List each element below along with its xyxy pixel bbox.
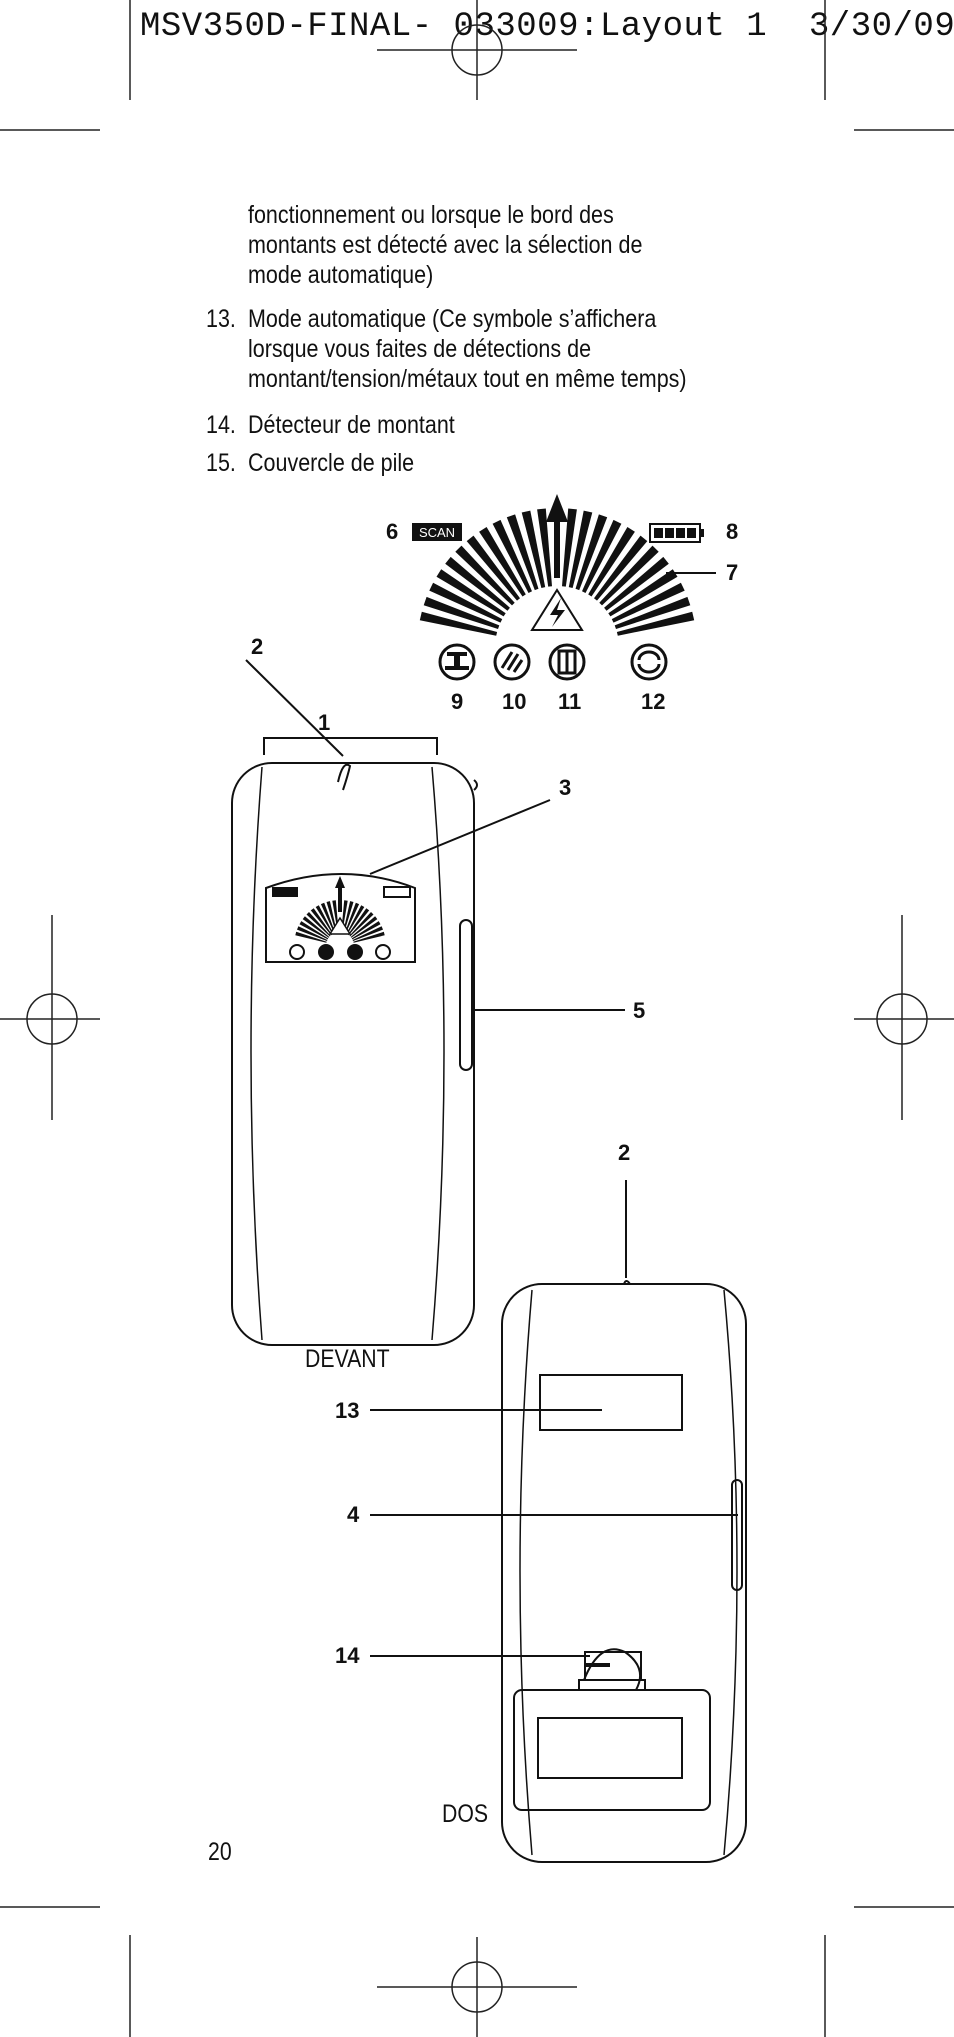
battery-icon <box>649 523 704 543</box>
voltage-warning-icon <box>530 588 584 631</box>
auto-window <box>539 1374 683 1431</box>
arc-segment <box>582 519 622 593</box>
arc-segment <box>353 931 385 943</box>
callout-8: 8 <box>726 519 738 544</box>
list-item-line: lorsque vous faites de détections de <box>248 335 592 363</box>
metal-mode-icon <box>548 643 586 681</box>
callout-leader <box>369 799 551 875</box>
arc-segment <box>306 912 331 937</box>
arc-segment <box>350 916 378 938</box>
arc-segment <box>351 921 381 940</box>
arc-segment <box>295 931 327 943</box>
arc-segment <box>466 535 520 601</box>
continuation-line: mode automatique) <box>248 261 434 289</box>
arc-segment <box>310 908 332 936</box>
side-button <box>459 919 473 1071</box>
arc-segment <box>562 508 577 587</box>
callout-5: 5 <box>633 998 645 1023</box>
stud-sensor <box>583 1648 642 1691</box>
arc-segment <box>611 582 685 623</box>
arc-segment <box>537 508 552 587</box>
print-slug: MSV350D-FINAL- 033009:Layout 1 3/30/09 <box>140 8 954 46</box>
item-number: 13. <box>206 305 236 333</box>
callout-10: 10 <box>502 689 526 714</box>
arc-segment <box>320 902 336 934</box>
back-caption: DOS <box>442 1800 489 1828</box>
arc-segment <box>599 545 659 606</box>
arc-segment <box>594 535 648 601</box>
callout-leader <box>245 659 344 757</box>
arc-segment <box>616 611 695 636</box>
auto-mode-icon <box>630 643 668 681</box>
list-item-line: montant/tension/métaux tout en même temp… <box>248 365 687 393</box>
callout-13: 13 <box>335 1398 359 1423</box>
scan-label: SCAN <box>419 525 455 540</box>
callout-9: 9 <box>451 689 463 714</box>
arc-segment <box>568 510 593 588</box>
list-item-line: Mode automatique (Ce symbole s’affichera <box>248 305 657 333</box>
arc-segment <box>299 921 329 940</box>
callout-2-back: 2 <box>618 1140 630 1165</box>
continuation-line: fonctionnement ou lorsque le bord des <box>248 201 614 229</box>
callout-4: 4 <box>347 1502 360 1527</box>
device-front-body <box>231 762 475 1346</box>
arc-segment <box>445 556 510 611</box>
detector-tip <box>337 763 352 791</box>
callout-14: 14 <box>335 1643 360 1668</box>
arc-segment <box>614 596 691 629</box>
callout-6: 6 <box>386 519 398 544</box>
arc-segment <box>604 556 669 611</box>
mini-signal-arc <box>295 900 385 943</box>
arc-segment <box>423 596 500 629</box>
arc-segment <box>588 527 635 597</box>
arc-segment <box>302 916 330 938</box>
item-number: 14. <box>206 411 236 439</box>
page-number: 20 <box>208 1838 232 1866</box>
arc-segment <box>479 527 526 597</box>
arc-segment <box>506 514 539 591</box>
list-item-line: Couvercle de pile <box>248 449 415 477</box>
list-item-line: Détecteur de montant <box>248 411 455 439</box>
callout-7: 7 <box>726 560 738 585</box>
battery-cover <box>513 1689 711 1811</box>
callout-2: 2 <box>251 634 263 659</box>
arrow-up-icon <box>546 494 568 578</box>
stud-mode-icon <box>438 643 476 681</box>
arc-segment <box>352 926 383 941</box>
scan-badge <box>412 523 462 541</box>
arc-segment <box>575 514 608 591</box>
item-number: 15. <box>206 449 236 477</box>
arc-segment <box>297 926 328 941</box>
arc-segment <box>346 905 365 935</box>
callout-11: 11 <box>558 689 581 714</box>
arc-segment <box>419 611 498 636</box>
arc-segment <box>343 901 354 933</box>
range-bracket <box>263 737 438 755</box>
callout-3: 3 <box>559 775 571 800</box>
mini-display <box>265 873 416 963</box>
front-caption: DEVANT <box>305 1345 390 1373</box>
callout-1: 1 <box>318 710 330 735</box>
arc-segment <box>315 905 334 935</box>
arc-segment <box>349 912 374 937</box>
continuation-line: montants est détecté avec la sélection d… <box>248 231 643 259</box>
arc-segment <box>455 545 515 606</box>
arc-segment <box>521 510 546 588</box>
arc-segment <box>326 901 337 933</box>
arc-segment <box>492 519 532 593</box>
arc-segment <box>348 908 370 936</box>
arc-segment <box>429 582 503 623</box>
arc-segment <box>608 569 678 617</box>
callout-12: 12 <box>641 689 665 714</box>
ac-mode-icon <box>493 643 531 681</box>
signal-arc <box>419 508 695 636</box>
arc-segment <box>436 569 506 617</box>
arc-segment <box>344 902 360 934</box>
side-grip <box>731 1479 743 1591</box>
